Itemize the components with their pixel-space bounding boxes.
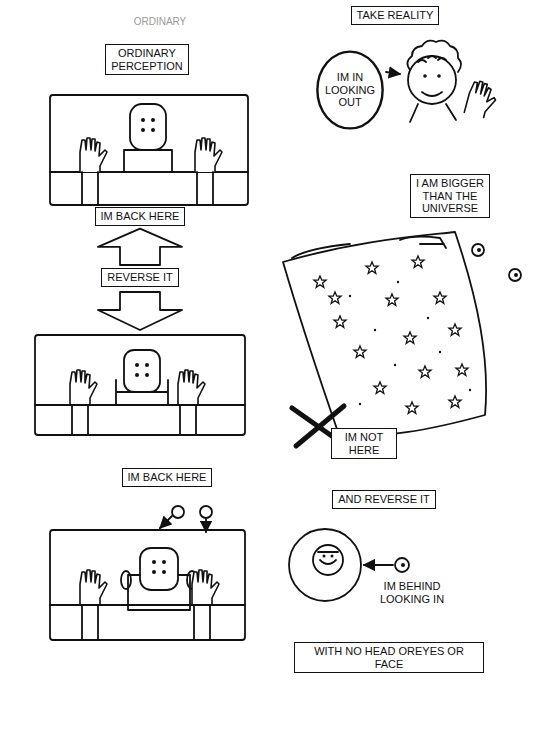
text-box: IM BACK HERE (122, 468, 213, 487)
text-box: IM NOT HERE (331, 428, 397, 459)
text-box: IM BACK HERE (95, 207, 186, 226)
box-text: TAKE REALITY (357, 9, 434, 21)
note-text: IM BEHIND LOOKING IN (377, 580, 447, 606)
text-box: AND REVERSE IT (332, 490, 436, 509)
box-text: IM NOT HERE (345, 431, 384, 456)
box-text: IM BACK HERE (128, 471, 207, 483)
box-text: IM IN LOOKING OUT (322, 71, 378, 109)
text-box: WITH NO HEAD OREYES OR FACE (294, 642, 484, 673)
box-text: I AM BIGGER THAN THE UNIVERSE (416, 177, 484, 214)
pencil-note: ORDINARY (115, 16, 205, 28)
thought-bubble: IM IN LOOKING OUT (316, 50, 384, 130)
text-box: ORDINARY PERCEPTION (105, 44, 189, 75)
text-box: I AM BIGGER THAN THE UNIVERSE (410, 174, 490, 218)
box-text: ORDINARY PERCEPTION (111, 47, 183, 72)
block-arrow (98, 229, 182, 265)
text-box: REVERSE IT (101, 268, 178, 287)
box-text: IM BACK HERE (101, 210, 180, 222)
label-text: IM BEHIND LOOKING IN (380, 580, 444, 605)
label-text: ORDINARY (134, 16, 187, 27)
box-text: AND REVERSE IT (338, 493, 430, 505)
text-box: TAKE REALITY (351, 6, 440, 25)
box-text: REVERSE IT (107, 271, 172, 283)
box-text: WITH NO HEAD OREYES OR FACE (314, 645, 464, 670)
